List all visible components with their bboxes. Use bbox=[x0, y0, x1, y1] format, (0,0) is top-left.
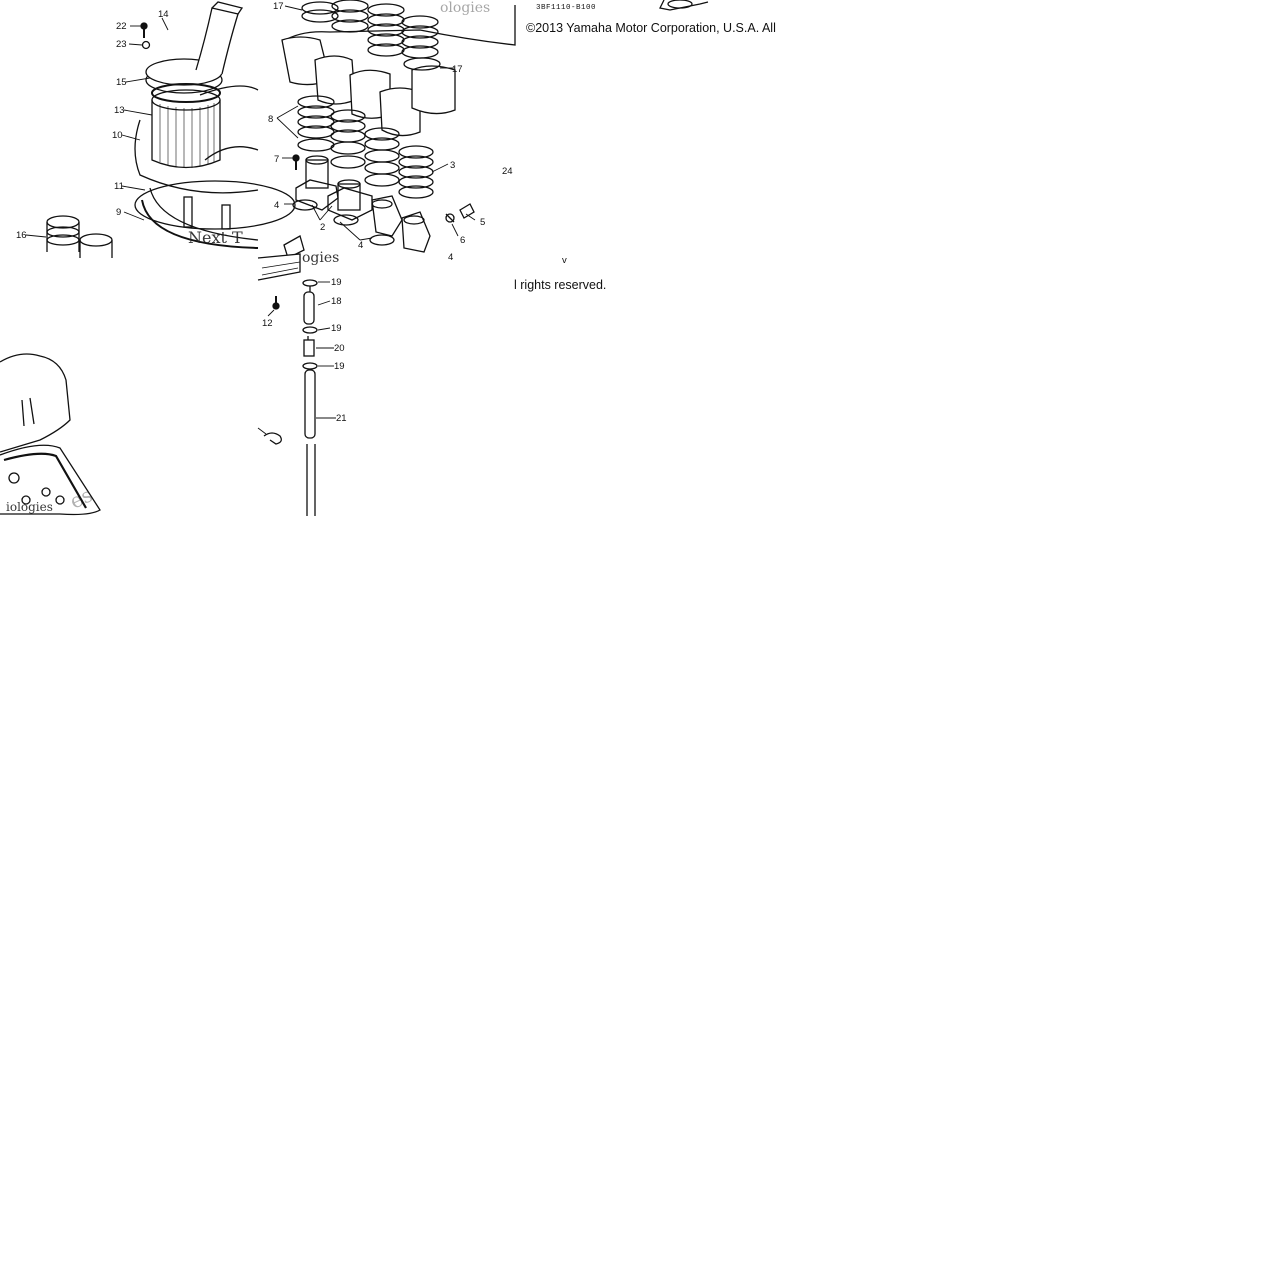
callout-23: 23 bbox=[116, 39, 127, 50]
callout-13: 13 bbox=[114, 105, 125, 116]
callout-labels: 22 14 23 15 13 10 11 9 16 17 17 8 7 4 2 … bbox=[16, 1, 567, 424]
callout-15: 15 bbox=[116, 77, 127, 88]
callout-9: 9 bbox=[116, 207, 121, 218]
callout-11: 11 bbox=[114, 181, 124, 192]
watermark-fragment: iologies bbox=[6, 500, 53, 514]
copyright-line-2: l rights reserved. bbox=[514, 278, 607, 292]
watermark-fragment: Next T bbox=[188, 228, 243, 247]
callout-19b: 19 bbox=[331, 323, 342, 334]
callout-21: 21 bbox=[336, 413, 347, 424]
callout-16: 16 bbox=[16, 230, 27, 241]
cover-assembly bbox=[0, 353, 101, 516]
carburetor-joint-assembly bbox=[276, 0, 709, 259]
watermark-fragment: ologies bbox=[440, 0, 491, 16]
callout-17a: 17 bbox=[273, 1, 284, 12]
callout-24: 24 bbox=[502, 166, 513, 177]
callout-17b: 17 bbox=[452, 64, 463, 75]
callout-8: 8 bbox=[268, 114, 273, 125]
callout-18: 18 bbox=[331, 296, 342, 307]
callout-v: v bbox=[562, 255, 567, 266]
copyright-line-1: ©2013 Yamaha Motor Corporation, U.S.A. A… bbox=[526, 21, 776, 35]
callout-10: 10 bbox=[112, 130, 123, 141]
callout-4b: 4 bbox=[358, 240, 363, 251]
air-filter-assembly bbox=[25, 1, 296, 258]
callout-22: 22 bbox=[116, 21, 127, 32]
callout-6: 6 bbox=[460, 235, 465, 246]
watermark-fragment: ogies bbox=[302, 250, 340, 266]
callout-7: 7 bbox=[274, 154, 279, 165]
callout-3: 3 bbox=[450, 160, 455, 171]
callout-12: 12 bbox=[262, 318, 273, 329]
part-code: 3BF1110-B100 bbox=[536, 4, 597, 12]
callout-19a: 19 bbox=[331, 277, 342, 288]
callout-2: 2 bbox=[320, 222, 325, 233]
callout-4a: 4 bbox=[274, 200, 279, 211]
callout-14: 14 bbox=[158, 9, 169, 20]
callout-5: 5 bbox=[480, 217, 485, 228]
callout-20: 20 bbox=[334, 343, 345, 354]
callout-19c: 19 bbox=[334, 361, 345, 372]
callout-4c: 4 bbox=[448, 252, 453, 263]
breather-hose-assembly bbox=[257, 253, 336, 516]
